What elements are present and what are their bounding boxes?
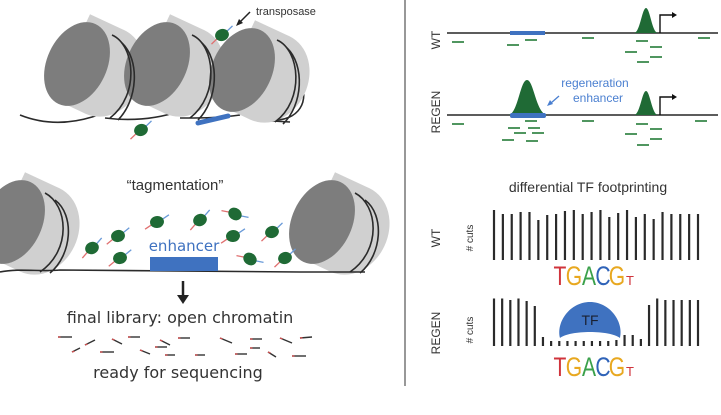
transposase-icon [218, 227, 248, 245]
motif-letter-t: T [554, 262, 567, 292]
tf-protein-shape [559, 302, 621, 338]
library-fragment [71, 347, 81, 353]
tf-label: TF [581, 312, 598, 328]
transposase-icon [235, 245, 265, 273]
wt-promoter-peak [634, 8, 658, 33]
dna-strand [0, 269, 365, 273]
library-fragment [219, 337, 233, 344]
enhancer-region [150, 257, 218, 271]
transposase-icon [77, 236, 107, 260]
annotation-arrow [550, 95, 560, 104]
library-fragment [267, 351, 277, 358]
accessibility-tracks: WT REGEN regeneration enhancer [429, 8, 718, 146]
ready-for-sequencing-label: ready for sequencing [93, 363, 263, 382]
regen-cut-bars [492, 298, 700, 346]
transposase-icon [257, 221, 287, 243]
transposase-icon [142, 213, 172, 231]
transposase-icon [220, 200, 250, 228]
regen-footprint-label: REGEN [429, 312, 443, 355]
wt-track-label: WT [429, 30, 443, 49]
wt-reads [452, 37, 710, 63]
regen-enhancer-region [510, 113, 546, 118]
motif-letter-a: A [582, 353, 597, 383]
regen-reads [452, 120, 707, 146]
regen-y-axis-label: # cuts [465, 317, 476, 344]
wt-cut-bars [492, 210, 700, 260]
dna-strand [179, 114, 241, 119]
wt-footprint-label: WT [429, 228, 443, 247]
motif-letter-g: G [566, 262, 582, 292]
tagmentation-scene: “tagmentation” enhancer [0, 169, 404, 288]
regeneration-annotation: regeneration [561, 76, 628, 90]
footprinting-title: differential TF footprinting [509, 179, 667, 195]
motif-letter-g: G [609, 262, 625, 292]
transposase-icon [105, 248, 135, 268]
transposase-icon [126, 119, 156, 141]
wt-enhancer-region [510, 31, 545, 35]
tagmentation-label: “tagmentation” [127, 177, 224, 194]
library-fragment [139, 349, 151, 355]
motif-letter-a: A [582, 262, 597, 292]
nucleosome-array: transposase [19, 6, 324, 141]
motif-letter-c: C [595, 353, 610, 383]
pointer-arrow [239, 11, 251, 23]
regen-enhancer-peak [508, 80, 548, 115]
transposase-icon [185, 208, 215, 232]
regen-track-label: REGEN [429, 91, 443, 134]
wt-y-axis-label: # cuts [465, 225, 476, 252]
transposase-label: transposase [256, 6, 316, 18]
enhancer-label: enhancer [149, 237, 220, 255]
transposase-icon [103, 226, 133, 246]
tss-arrow-icon [659, 14, 672, 33]
motif-letter-t: T [626, 273, 634, 288]
motif-letter-g: G [609, 353, 625, 383]
library-fragment [279, 337, 293, 344]
motif-letter-t: T [554, 353, 567, 383]
tss-arrow-icon [659, 96, 672, 115]
library-fragment [159, 339, 171, 346]
library-fragment [84, 339, 96, 346]
nucleosome [276, 169, 404, 288]
library-fragment [111, 338, 123, 345]
motif-letter-t: T [626, 364, 634, 379]
motif-letter-c: C [595, 262, 610, 292]
motif-letter-g: G [566, 353, 582, 383]
final-library-label: final library: open chromatin [67, 308, 294, 327]
regen-promoter-peak [634, 91, 658, 115]
enhancer-region [195, 113, 231, 126]
final-library: final library: open chromatin ready for … [58, 281, 313, 382]
fragment-reads [58, 336, 313, 358]
library-fragment [299, 336, 313, 339]
footprinting-panel: differential TF footprinting WT # cuts T… [429, 179, 700, 383]
enhancer-annotation: enhancer [573, 91, 623, 105]
